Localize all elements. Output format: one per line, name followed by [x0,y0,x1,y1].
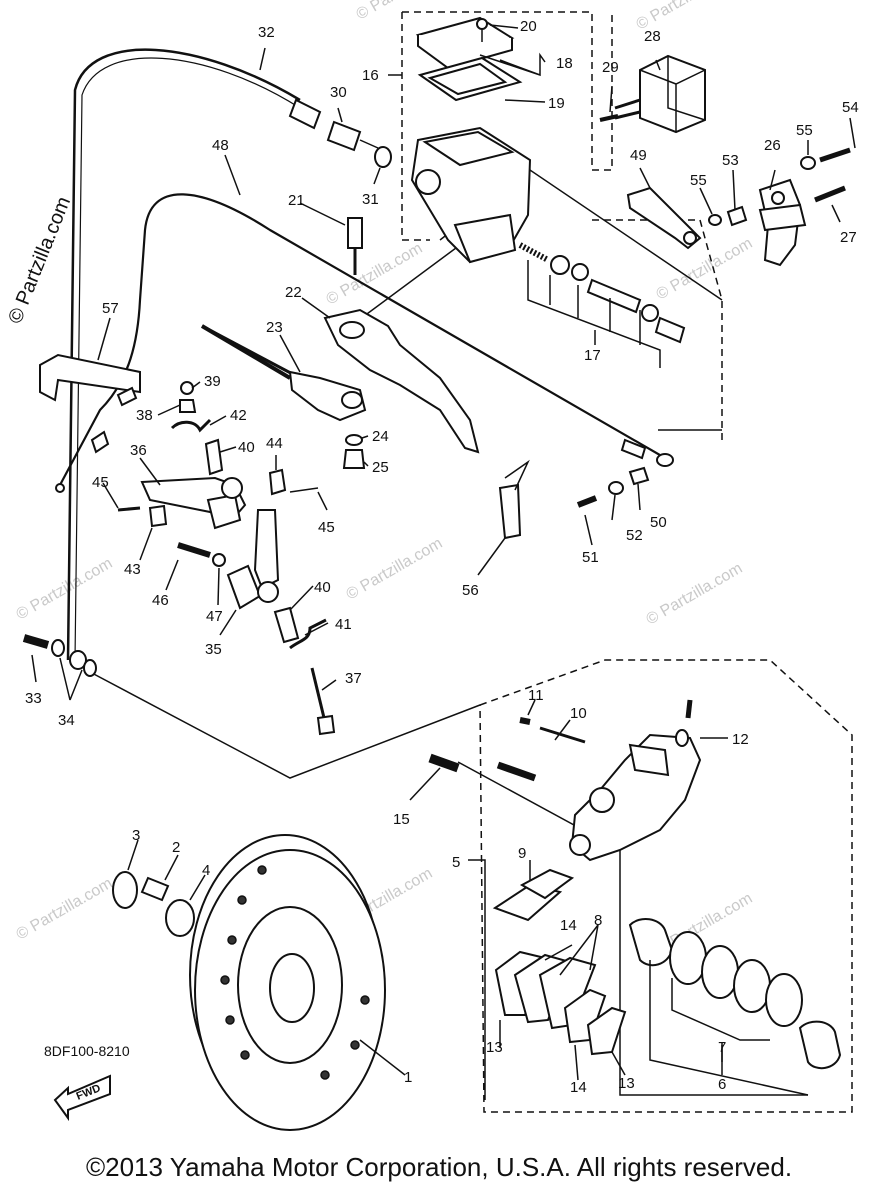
callout-26: 26 [764,137,781,154]
callout-15: 15 [393,811,410,828]
callout-36: 36 [130,442,147,459]
brake-arm [117,381,336,736]
callout-45: 45 [92,474,109,491]
callout-11: 11 [528,687,544,704]
hub-parts [112,871,195,937]
callout-23: 23 [266,319,283,336]
watermark: © Partzilla.com [644,560,746,629]
cable-bracket [39,353,141,402]
cable-ends [55,386,674,493]
watermark: © Partzilla.com [14,875,116,944]
callout-4: 4 [202,862,210,879]
brake-switch [599,54,706,134]
callout-40: 40 [238,439,255,456]
lever-perch [200,324,367,422]
side-watermark: © Partzilla.com [4,194,75,327]
pedal-lever-bracket [626,147,851,267]
callout-33: 33 [25,690,42,707]
callout-16: 16 [362,67,379,84]
callout-42: 42 [230,407,247,424]
diagram-code: 8DF100-8210 [44,1043,130,1059]
pivot-bolt [576,466,650,508]
watermark: © Partzilla.com [654,235,756,304]
callout-38: 38 [136,407,153,424]
watermark: © Partzilla.com [324,240,426,309]
callout-51: 51 [582,549,599,566]
callout-31: 31 [362,191,379,208]
callout-52: 52 [626,527,643,544]
master-cylinder [410,126,532,264]
callout-8: 8 [594,912,602,929]
callout-labels: 1 2 3 4 5 6 7 8 9 10 11 12 13 13 13 14 1… [25,18,859,1096]
piston-kit [518,242,686,368]
callout-20: 20 [520,18,537,35]
label-sticker [498,459,530,540]
callout-27: 27 [840,229,857,246]
callout-55: 55 [796,122,813,139]
callout-7: 7 [718,1039,726,1056]
hand-lever [323,217,480,454]
union-bolt [22,634,97,677]
brake-disc [189,834,386,1131]
callout-5: 5 [452,854,460,871]
copyright-notice: ©2013 Yamaha Motor Corporation, U.S.A. A… [85,1152,793,1182]
callout-37: 37 [345,670,362,687]
callout-17: 17 [584,347,601,364]
fwd-arrow-icon: FWD [53,1074,111,1122]
callout-40: 40 [314,579,331,596]
callout-43: 43 [124,561,141,578]
caliper-pistons [628,918,842,1096]
callout-46: 46 [152,592,169,609]
callout-44: 44 [266,435,283,452]
callout-29: 29 [602,59,619,76]
callout-32: 32 [258,24,275,41]
callout-18: 18 [556,55,573,72]
callout-3: 3 [132,827,140,844]
nut-washer [342,434,366,469]
watermark: © Partzilla.com [14,555,116,624]
callout-30: 30 [330,84,347,101]
callout-9: 9 [518,845,526,862]
callout-12: 12 [732,731,749,748]
banjo-fittings [288,98,392,168]
callout-55: 55 [690,172,707,189]
callout-47: 47 [206,608,223,625]
callout-21: 21 [288,192,305,209]
callout-50: 50 [650,514,667,531]
callout-35: 35 [205,641,222,658]
callout-10: 10 [570,705,587,722]
callout-49: 49 [630,147,647,164]
callout-53: 53 [722,152,739,169]
callout-2: 2 [172,839,180,856]
callout-14: 14 [570,1079,587,1096]
callout-25: 25 [372,459,389,476]
callout-13: 13 [486,1039,503,1056]
callout-57: 57 [102,300,119,317]
callout-14: 14 [560,917,577,934]
callout-22: 22 [285,284,302,301]
callout-56: 56 [462,582,479,599]
callout-34: 34 [58,712,75,729]
reservoir-cap [415,16,523,102]
callout-6: 6 [718,1076,726,1093]
callout-48: 48 [212,137,229,154]
watermark: © Partzilla.com [344,535,446,604]
callout-54: 54 [842,99,859,116]
brake-caliper [428,699,702,862]
callout-24: 24 [372,428,389,445]
callout-13: 13 [618,1075,635,1092]
leader-lines [31,24,856,1100]
callout-41: 41 [335,616,352,633]
brake-pads [492,868,627,1056]
callout-1: 1 [404,1069,412,1086]
callout-28: 28 [644,28,661,45]
callout-19: 19 [548,95,565,112]
callout-39: 39 [204,373,221,390]
callout-45: 45 [318,519,335,536]
